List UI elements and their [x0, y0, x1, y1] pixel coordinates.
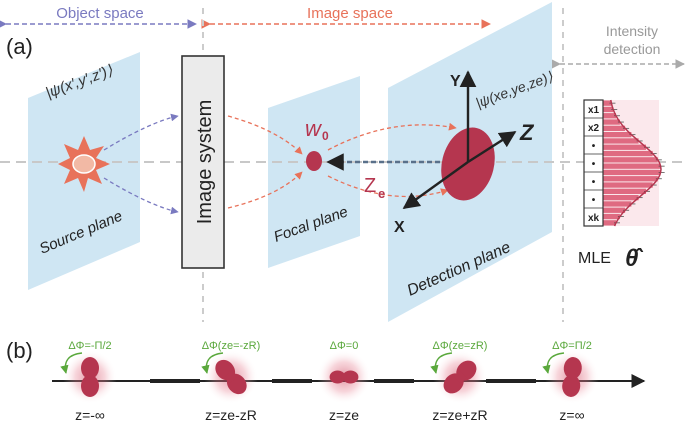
histogram-bar: [603, 195, 639, 201]
beam-lobes: [81, 357, 99, 397]
ray-purple-upper: [103, 113, 179, 151]
histogram-bar: [603, 207, 626, 213]
histogram-bar: [603, 125, 626, 131]
ray-orange-out-lower: [327, 175, 449, 198]
histogram-bar: [603, 169, 661, 176]
panel-a-label: (a): [6, 34, 33, 59]
histogram-bar: [603, 220, 616, 226]
theta-hat-label: θ̂: [625, 245, 643, 272]
source-star-icon: [58, 136, 110, 192]
mle-label: MLE: [578, 250, 611, 267]
histogram-bar: [603, 106, 614, 113]
ze-subscript: e: [378, 186, 385, 201]
histogram-bar: [603, 213, 620, 220]
position-label: z=ze-zR: [205, 407, 257, 423]
histogram-bar: [603, 100, 612, 106]
histogram-bar: [603, 201, 632, 207]
histogram-bar: [603, 163, 661, 169]
phase-state-4: ΔΦ=Π/2 z=∞: [542, 340, 599, 423]
phase-label: ΔΦ(ze=zR): [433, 340, 488, 352]
object-space-label: Object space: [56, 5, 144, 22]
focal-spot: [306, 151, 322, 171]
histogram-bar: [603, 144, 646, 150]
phase-state-0: ΔΦ=-Π/2 z=-∞: [60, 340, 117, 423]
fit-curve: [610, 99, 662, 227]
position-label: z=ze+zR: [432, 407, 487, 423]
bin-column: [583, 99, 604, 227]
phase-label: ΔΦ=Π/2: [552, 340, 592, 352]
rotation-arrow: [60, 352, 83, 374]
histogram-bar: [603, 157, 658, 163]
bin-labels: x1 x2 • • • • xk: [584, 105, 603, 224]
image-space-label: Image space: [307, 5, 393, 22]
beam-lobes: [562, 357, 582, 397]
image-system-label: Image system: [194, 100, 216, 224]
position-label: z=-∞: [75, 407, 105, 423]
phase-label: ΔΦ=0: [330, 340, 359, 352]
histogram-bar: [603, 132, 632, 138]
intensity-label-line1: Intensity: [606, 23, 658, 39]
ray-orange-in-lower: [227, 171, 303, 209]
phase-label: ΔΦ(ze=-zR): [202, 340, 261, 352]
histogram-bar: [603, 182, 653, 188]
histogram-bar: [603, 150, 653, 157]
intensity-label-line2: detection: [604, 41, 661, 57]
ray-orange-in-upper: [227, 115, 303, 155]
ray-orange-out-upper: [327, 122, 457, 151]
histogram-bar: [603, 176, 658, 182]
histogram-bg: [603, 100, 659, 226]
bin-label: x1: [588, 105, 600, 116]
beam-lobes: [443, 360, 477, 394]
waist-subscript: 0: [322, 129, 329, 143]
phase-label: ΔΦ=-Π/2: [68, 340, 111, 352]
histogram-bar: [603, 188, 646, 194]
histogram-bar: [603, 138, 639, 144]
image-system-box: [181, 55, 225, 269]
y-axis-label: Y: [450, 73, 461, 90]
x-axis: [402, 161, 469, 209]
rotation-arrow: [201, 352, 224, 374]
phase-state-2: ΔΦ=0 z=ze: [317, 340, 371, 423]
beam-lobes: [215, 359, 247, 395]
focal-plane: [268, 76, 360, 268]
position-label: z=ze: [329, 407, 359, 423]
bin-label: •: [592, 159, 596, 170]
bin-label: •: [592, 177, 596, 188]
z-axis-label: Z: [519, 120, 535, 145]
bin-label: •: [592, 141, 596, 152]
bin-label: •: [592, 195, 596, 206]
histogram-bar: [603, 113, 616, 119]
phase-states: ΔΦ=-Π/2 z=-∞ ΔΦ(ze=-zR) z=ze-zR ΔΦ=0 z=ze ΔΦ(z…: [60, 340, 599, 423]
bin-label: x2: [588, 123, 600, 134]
beam-lobes: [329, 370, 359, 384]
rotation-arrow: [542, 352, 565, 374]
intensity-histogram: [603, 99, 665, 227]
ze-label: Z: [364, 175, 376, 197]
panel-b-label: (b): [6, 338, 33, 363]
bin-label: xk: [588, 213, 600, 224]
x-axis-label: X: [394, 219, 405, 236]
phase-state-1: ΔΦ(ze=-zR) z=ze-zR: [201, 340, 261, 423]
histogram-bar: [603, 119, 620, 125]
phase-state-3: ΔΦ(ze=zR) z=ze+zR: [430, 340, 488, 423]
detected-spot: [441, 127, 495, 201]
z-axis: [467, 130, 517, 164]
position-label: z=∞: [559, 407, 584, 423]
rotation-arrow: [430, 352, 453, 374]
ray-purple-lower: [103, 177, 179, 215]
waist-label: w: [305, 116, 323, 141]
